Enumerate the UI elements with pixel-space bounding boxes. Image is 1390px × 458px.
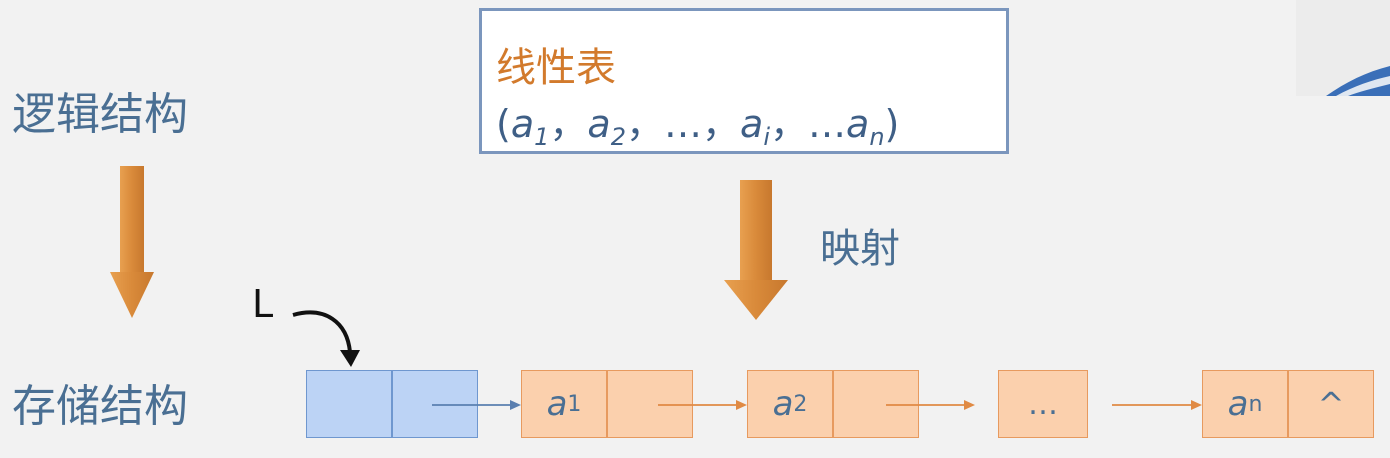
node-a2-next-cell [833, 370, 919, 438]
head-node-next-cell [392, 370, 478, 438]
seq-sep: ， [549, 102, 588, 146]
seq-ellipsis: … [664, 102, 703, 146]
corner-video-thumbnail [1296, 0, 1390, 96]
link-arrow-ellipsis-to-an [1112, 400, 1202, 410]
seq-ellipsis-prefix: … [808, 102, 847, 146]
seq-close-paren: ) [884, 102, 900, 146]
linear-list-box: 线性表 (a1，a2，…，ai，…an) [479, 8, 1009, 154]
head-pointer-label: L [252, 282, 274, 326]
linear-list-sequence: (a1，a2，…，ai，…an) [496, 93, 899, 151]
seq-sep: ， [626, 102, 665, 146]
list-node-ellipsis: … [998, 370, 1088, 438]
logical-to-storage-arrow [110, 166, 154, 318]
link-arrow-a1-to-a2 [658, 400, 747, 410]
mapping-label: 映射 [820, 226, 900, 272]
storage-structure-label: 存储结构 [12, 381, 188, 432]
link-arrow-head-to-a1 [432, 400, 521, 410]
seq-item-an: an [846, 102, 885, 151]
seq-item-a2: a2 [587, 102, 626, 151]
corner-thumbnail-graphic [1296, 0, 1390, 96]
node-a1-next-cell [607, 370, 693, 438]
node-ellipsis-cell: … [998, 370, 1088, 438]
linear-list-title: 线性表 [496, 45, 616, 91]
mapping-arrow [724, 180, 788, 320]
head-node-data-cell [306, 370, 392, 438]
head-node [306, 370, 478, 438]
link-arrow-a2-to-ellipsis [886, 400, 975, 410]
node-an-null-cell: ^ [1288, 370, 1374, 438]
seq-sep: ， [770, 102, 809, 146]
seq-sep: ， [702, 102, 741, 146]
seq-open-paren: ( [496, 102, 511, 146]
head-pointer-arrow [292, 310, 360, 367]
seq-item-a1: a1 [510, 102, 550, 151]
logical-structure-label: 逻辑结构 [12, 89, 188, 140]
seq-item-ai: ai [740, 102, 770, 151]
